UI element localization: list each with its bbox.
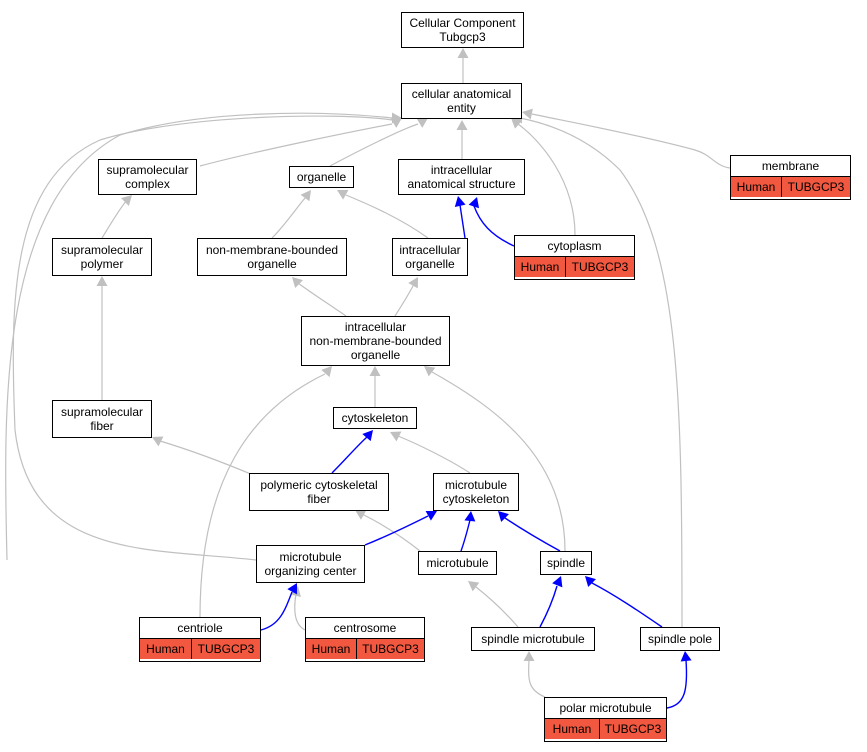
edge-arrowhead <box>152 436 164 447</box>
node-spindle-pole[interactable]: spindle pole <box>640 627 720 651</box>
node-supramolecular-polymer[interactable]: supramolecular polymer <box>52 238 152 276</box>
edge-arrowhead <box>468 581 480 592</box>
part-of-edge <box>260 591 293 631</box>
edge-arrowhead <box>321 366 332 378</box>
edge-arrowhead <box>292 277 303 288</box>
edge-arrowhead <box>362 430 373 442</box>
edge-arrowhead <box>456 120 468 130</box>
is-a-edge <box>345 194 429 239</box>
node-microtubule-organizing-center[interactable]: microtubule organizing center <box>256 545 365 583</box>
gene-cell: TUBGCP3 <box>565 257 634 277</box>
node-supramolecular-complex[interactable]: supramolecular complex <box>98 159 197 195</box>
part-of-edge <box>364 515 429 546</box>
gene-cell: TUBGCP3 <box>599 719 666 739</box>
is-a-edge <box>12 115 393 561</box>
is-a-edge <box>517 123 576 236</box>
is-a-edge <box>361 513 421 552</box>
node-spindle[interactable]: spindle <box>540 551 592 575</box>
node-label: centriole <box>140 618 260 639</box>
part-of-edge <box>539 585 558 628</box>
node-label: polar microtubule <box>545 698 666 719</box>
is-a-edge <box>528 659 546 698</box>
edge-arrowhead <box>457 48 469 58</box>
edge-arrowhead <box>454 196 466 207</box>
node-intracellular-anatomical-structure[interactable]: intracellular anatomical structure <box>398 159 525 195</box>
is-a-edge <box>199 373 326 618</box>
node-label: cytoplasm <box>515 236 634 257</box>
species-cell: Human <box>140 639 191 659</box>
edge-arrowhead <box>424 366 436 377</box>
part-of-edge <box>459 204 466 239</box>
edge-arrowhead <box>408 277 418 289</box>
is-a-edge <box>297 282 347 317</box>
is-a-edge <box>294 593 306 631</box>
edge-arrowhead <box>121 195 132 206</box>
is-a-edge <box>475 586 519 628</box>
node-microtubule-cytoskeleton[interactable]: microtubule cytoskeleton <box>433 473 519 511</box>
edge-arrowhead <box>369 366 381 376</box>
edge-arrowhead <box>392 112 402 124</box>
edge-arrowhead <box>523 651 535 661</box>
node-polymeric-cytoskeletal-fiber[interactable]: polymeric cytoskeletal fiber <box>249 473 389 511</box>
edge-arrowhead <box>552 576 563 588</box>
part-of-edge <box>473 205 515 247</box>
is-a-edge <box>531 113 731 169</box>
edge-arrowhead <box>425 511 437 521</box>
edge-arrowhead <box>680 651 692 662</box>
edge-arrowhead <box>390 431 402 442</box>
edge-arrowhead <box>522 108 533 120</box>
species-cell: Human <box>731 177 781 197</box>
edge-arrowhead <box>355 510 367 520</box>
node-supramolecular-fiber[interactable]: supramolecular fiber <box>52 400 152 438</box>
is-a-edge <box>397 435 471 474</box>
gene-cell: TUBGCP3 <box>781 177 850 197</box>
species-cell: Human <box>515 257 565 277</box>
node-cellular-anatomical-entity[interactable]: cellular anatomical entity <box>401 83 522 119</box>
is-a-edge <box>271 197 306 239</box>
node-label: centrosome <box>306 618 424 639</box>
is-a-edge <box>199 123 393 167</box>
node-organelle[interactable]: organelle <box>289 166 354 188</box>
edge-arrowhead <box>337 190 349 200</box>
edge-arrowhead <box>498 511 509 522</box>
is-a-edge <box>519 117 683 628</box>
node-microtubule[interactable]: microtubule <box>418 551 497 575</box>
part-of-edge <box>460 519 471 552</box>
node-label: membrane <box>731 156 850 177</box>
node-cytoskeleton[interactable]: cytoskeleton <box>333 407 417 429</box>
edge-arrowhead <box>585 576 596 587</box>
is-a-edge <box>329 123 419 167</box>
gene-cell: TUBGCP3 <box>356 639 424 659</box>
node-spindle-microtubule[interactable]: spindle microtubule <box>471 627 595 651</box>
is-a-edge <box>394 283 415 317</box>
part-of-edge <box>666 659 688 709</box>
species-cell: Human <box>306 639 356 659</box>
is-a-edge <box>101 199 128 239</box>
part-of-edge <box>331 436 368 474</box>
node-intracellular-non-membrane-bounded-organelle[interactable]: intracellular non-membrane-bounded organ… <box>301 316 450 366</box>
edge-arrowhead <box>96 276 108 286</box>
edge-arrowhead <box>287 583 297 595</box>
is-a-edge <box>5 112 393 561</box>
part-of-edge <box>591 582 663 628</box>
edge-arrowhead <box>416 118 428 128</box>
node-cellular-component-tubgcp3[interactable]: Cellular Component Tubgcp3 <box>401 12 524 48</box>
node-non-membrane-bounded-organelle[interactable]: non-membrane-bounded organelle <box>197 238 347 276</box>
part-of-edge <box>504 517 561 552</box>
gene-cell: TUBGCP3 <box>191 639 260 659</box>
node-intracellular-organelle[interactable]: intracellular organelle <box>392 238 468 276</box>
edge-arrowhead <box>468 197 480 209</box>
edge-arrowhead <box>300 190 311 202</box>
edge-arrowhead <box>464 511 476 522</box>
species-cell: Human <box>545 719 599 739</box>
is-a-edge <box>431 371 566 552</box>
